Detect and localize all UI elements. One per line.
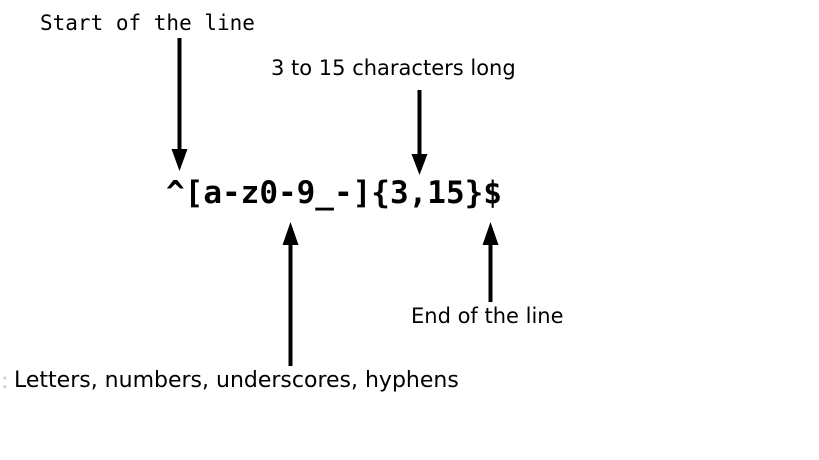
annotation-label-end-of-line: End of the line <box>411 304 564 328</box>
arrow-up-to-character-class <box>279 222 303 366</box>
regex-expression-text: ^[a-z0-9_-]{3,15}$ <box>166 175 502 211</box>
annotation-label-character-class: Letters, numbers, underscores, hyphens <box>14 368 459 393</box>
annotation-label-start-of-line: Start of the line <box>40 11 255 35</box>
annotation-label-length: 3 to 15 characters long <box>271 56 516 80</box>
clipped-edge-glyph: : <box>1 369 9 394</box>
arrow-down-to-quantifier <box>408 90 432 176</box>
arrow-down-to-caret <box>168 38 192 172</box>
arrow-up-to-dollar-anchor <box>479 222 503 302</box>
